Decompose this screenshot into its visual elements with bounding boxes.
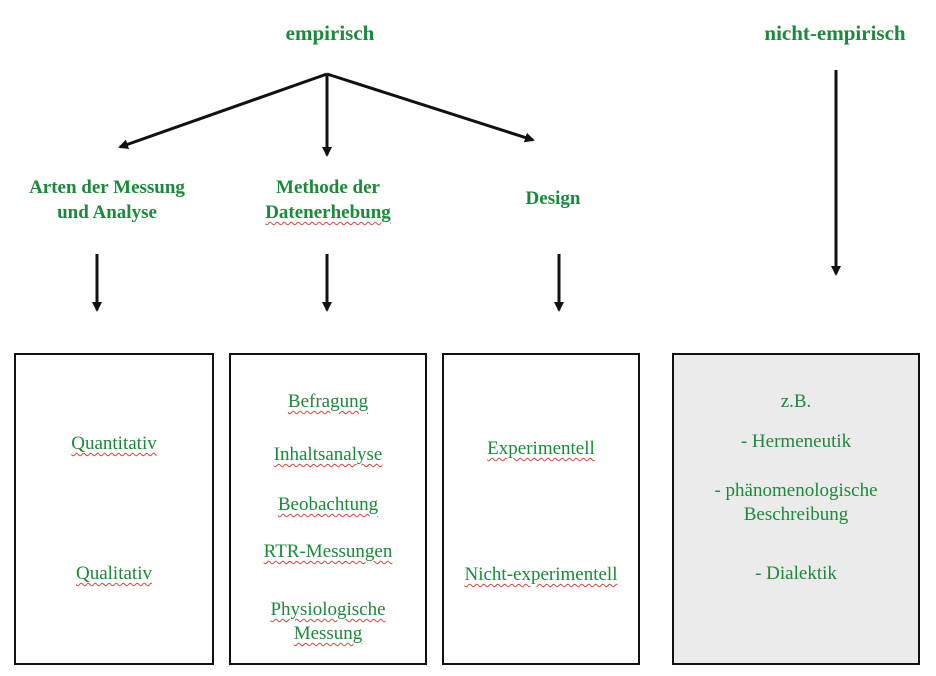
item-qualitativ: Qualitativ — [14, 562, 214, 586]
item-hermeneutik: - Hermeneutik — [672, 430, 920, 454]
item-quantitativ-text: Quantitativ — [71, 433, 157, 454]
item-nicht-experimentell: Nicht-experimentell — [442, 563, 640, 587]
category-method-line1: Methode der — [276, 177, 380, 198]
item-inhaltsanalyse: Inhaltsanalyse — [229, 443, 427, 467]
heading-empirisch: empirisch — [285, 21, 375, 45]
heading-nicht-empirisch: nicht-empirisch — [764, 21, 906, 45]
box-non-empirical — [672, 353, 920, 665]
box-design — [442, 353, 640, 665]
item-beobachtung-text: Beobachtung — [277, 494, 379, 515]
category-method: Methode der Datenerhebung — [228, 175, 428, 225]
item-nicht-experimentell-text: Nicht-experimentell — [464, 564, 618, 585]
category-design-label: Design — [525, 188, 581, 209]
item-befragung-text: Befragung — [287, 391, 369, 412]
item-rtr-messungen: RTR-Messungen — [229, 540, 427, 564]
category-measurement: Arten der Messung und Analyse — [2, 175, 212, 225]
category-measurement-line2: und Analyse — [57, 202, 157, 223]
item-phaenomenologische-beschreibung: - phänomenologische Beschreibung — [672, 479, 920, 527]
item-phaenomenologische-text: - phänomenologische — [714, 480, 878, 501]
item-qualitativ-text: Qualitativ — [76, 563, 152, 584]
item-beobachtung: Beobachtung — [229, 493, 427, 517]
item-zb: z.B. — [672, 390, 920, 414]
category-method-line2: Datenerhebung — [265, 202, 391, 223]
item-experimentell-text: Experimentell — [487, 438, 595, 459]
item-befragung: Befragung — [229, 390, 427, 414]
item-dialektik: - Dialektik — [672, 562, 920, 586]
item-inhaltsanalyse-text: Inhaltsanalyse — [273, 444, 383, 465]
item-rtr-messungen-text: RTR-Messungen — [263, 541, 393, 562]
item-physiologische-text: Physiologische — [270, 599, 386, 620]
item-dialektik-text: - Dialektik — [755, 563, 837, 584]
item-zb-text: z.B. — [780, 391, 812, 412]
item-hermeneutik-text: - Hermeneutik — [740, 431, 852, 452]
box-measurement — [14, 353, 214, 665]
box-method — [229, 353, 427, 665]
item-experimentell: Experimentell — [442, 437, 640, 461]
item-quantitativ: Quantitativ — [14, 432, 214, 456]
item-messung-text: Messung — [293, 623, 363, 644]
item-physiologische-messung: Physiologische Messung — [229, 598, 427, 646]
category-measurement-line1: Arten der Messung — [29, 177, 185, 198]
category-design: Design — [478, 186, 628, 211]
arrow-to-measurement — [118, 72, 328, 150]
arrow-to-design — [326, 72, 535, 143]
item-beschreibung-text: Beschreibung — [743, 504, 849, 525]
